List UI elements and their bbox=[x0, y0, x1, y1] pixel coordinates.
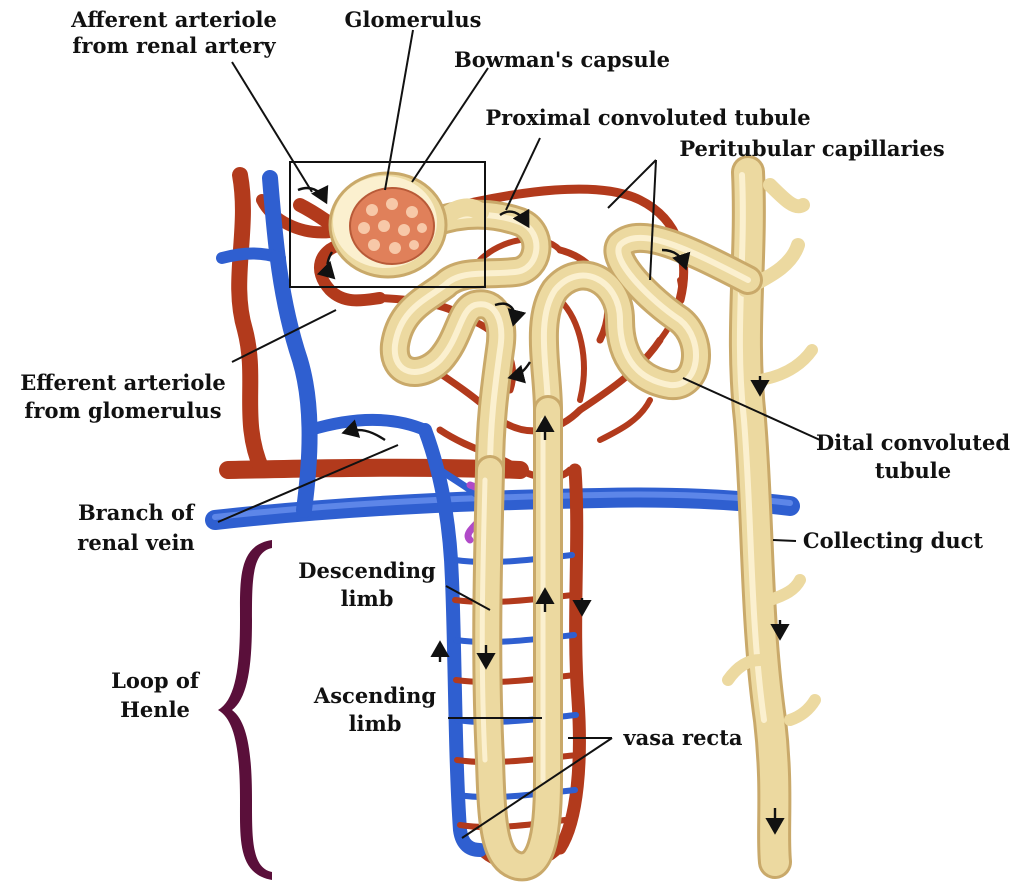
glomerulus bbox=[350, 188, 434, 264]
label-proximal-convoluted-tubule: Proximal convoluted tubule bbox=[485, 105, 810, 130]
label-glomerulus: Glomerulus bbox=[345, 7, 482, 32]
label-bowmans-capsule: Bowman's capsule bbox=[454, 47, 670, 72]
label-collecting-duct: Collecting duct bbox=[803, 528, 984, 553]
label-peritubular-capillaries: Peritubular capillaries bbox=[679, 136, 944, 161]
label-vasa-recta: vasa recta bbox=[622, 725, 742, 750]
loop-of-henle-brace bbox=[218, 540, 272, 880]
